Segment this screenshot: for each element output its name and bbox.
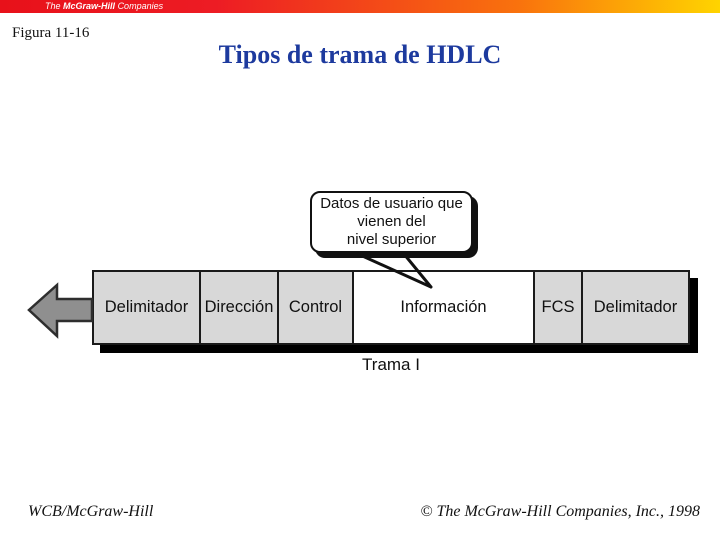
frame-cell-informacion: Información	[354, 272, 535, 343]
frame-cell-fcs: FCS	[535, 272, 583, 343]
logo-suffix: Companies	[117, 1, 164, 11]
callout-line: vienen del	[357, 213, 426, 230]
mcgraw-hill-logo: The McGraw-Hill Companies	[45, 0, 163, 13]
hdlc-frame-row: Delimitador Dirección Control Informació…	[92, 270, 690, 345]
footer-copyright: © The McGraw-Hill Companies, Inc., 1998	[420, 503, 700, 520]
left-arrow-icon	[27, 282, 94, 339]
callout-line: Datos de usuario que	[320, 195, 463, 212]
brand-banner: The McGraw-Hill Companies	[0, 0, 720, 13]
frame-cell-delimitador-start: Delimitador	[94, 272, 201, 343]
logo-prefix: The	[45, 1, 61, 11]
frame-cell-delimitador-end: Delimitador	[583, 272, 688, 343]
figure-label: Figura 11-16	[12, 25, 90, 41]
frame-caption: Trama I	[362, 355, 420, 374]
frame-cell-control: Control	[279, 272, 354, 343]
callout-bubble: Datos de usuario que vienen del nivel su…	[310, 191, 473, 253]
callout-line: nivel superior	[346, 231, 437, 248]
page-title: Tipos de trama de HDLC	[218, 40, 502, 69]
frame-cell-direccion: Dirección	[201, 272, 279, 343]
logo-name: McGraw-Hill	[63, 1, 116, 11]
footer-left-credit: WCB/McGraw-Hill	[28, 503, 154, 520]
